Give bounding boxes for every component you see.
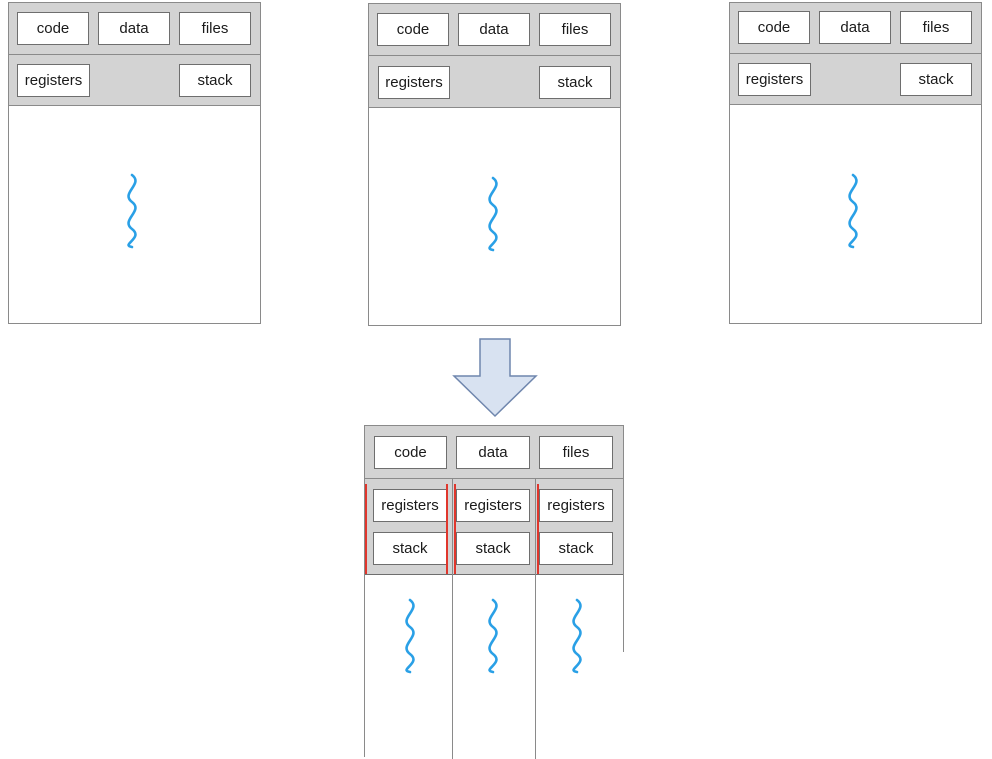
stack-box: stack: [539, 66, 611, 99]
registers-box-thread-3: registers: [539, 489, 613, 522]
stack-box-thread-2: stack: [456, 532, 530, 565]
single-threaded-process-2: code data files registers stack: [368, 3, 621, 326]
code-box: code: [17, 12, 89, 45]
registers-box-thread-1: registers: [373, 489, 447, 522]
wavy-thread-icon: [848, 173, 858, 249]
thread-context-bar: registers stack: [9, 55, 260, 106]
shared-resources-bar: code data files: [365, 426, 624, 479]
thread-divider-2: [535, 479, 536, 759]
registers-box-thread-2: registers: [456, 489, 530, 522]
highlight-line: [454, 484, 456, 574]
thread-divider-1: [452, 479, 453, 759]
wavy-thread-icon: [488, 176, 498, 252]
single-threaded-process-1: code data files registers stack: [8, 2, 261, 324]
code-box: code: [377, 13, 449, 46]
highlight-line: [537, 484, 539, 574]
wavy-thread-icon: [127, 173, 137, 249]
registers-box: registers: [378, 66, 450, 99]
files-box: files: [900, 11, 972, 44]
wavy-thread-icon: [405, 598, 415, 674]
shared-resources-bar: code data files: [9, 3, 260, 55]
highlight-line: [446, 484, 448, 574]
files-box: files: [179, 12, 251, 45]
data-box: data: [819, 11, 891, 44]
multithreaded-process: code data files registers stack register…: [364, 425, 624, 759]
registers-box: registers: [17, 64, 90, 97]
thread-context-bar: registers stack: [730, 54, 981, 105]
code-box: code: [374, 436, 447, 469]
highlight-line: [365, 484, 367, 574]
files-box: files: [539, 436, 613, 469]
stack-box-thread-1: stack: [373, 532, 447, 565]
data-box: data: [458, 13, 530, 46]
single-threaded-process-3: code data files registers stack: [729, 2, 982, 324]
wavy-thread-icon: [572, 598, 582, 674]
data-box: data: [98, 12, 170, 45]
per-thread-context-bar: registers stack registers stack register…: [365, 479, 624, 575]
right-edge-partial: [623, 426, 624, 652]
shared-resources-bar: code data files: [730, 3, 981, 54]
files-box: files: [539, 13, 611, 46]
shared-resources-bar: code data files: [369, 4, 620, 56]
stack-box: stack: [179, 64, 251, 97]
stack-box-thread-3: stack: [539, 532, 613, 565]
data-box: data: [456, 436, 530, 469]
thread-context-bar: registers stack: [369, 56, 620, 108]
stack-box: stack: [900, 63, 972, 96]
code-box: code: [738, 11, 810, 44]
wavy-thread-icon: [488, 598, 498, 674]
down-arrow-icon: [452, 338, 538, 418]
registers-box: registers: [738, 63, 811, 96]
